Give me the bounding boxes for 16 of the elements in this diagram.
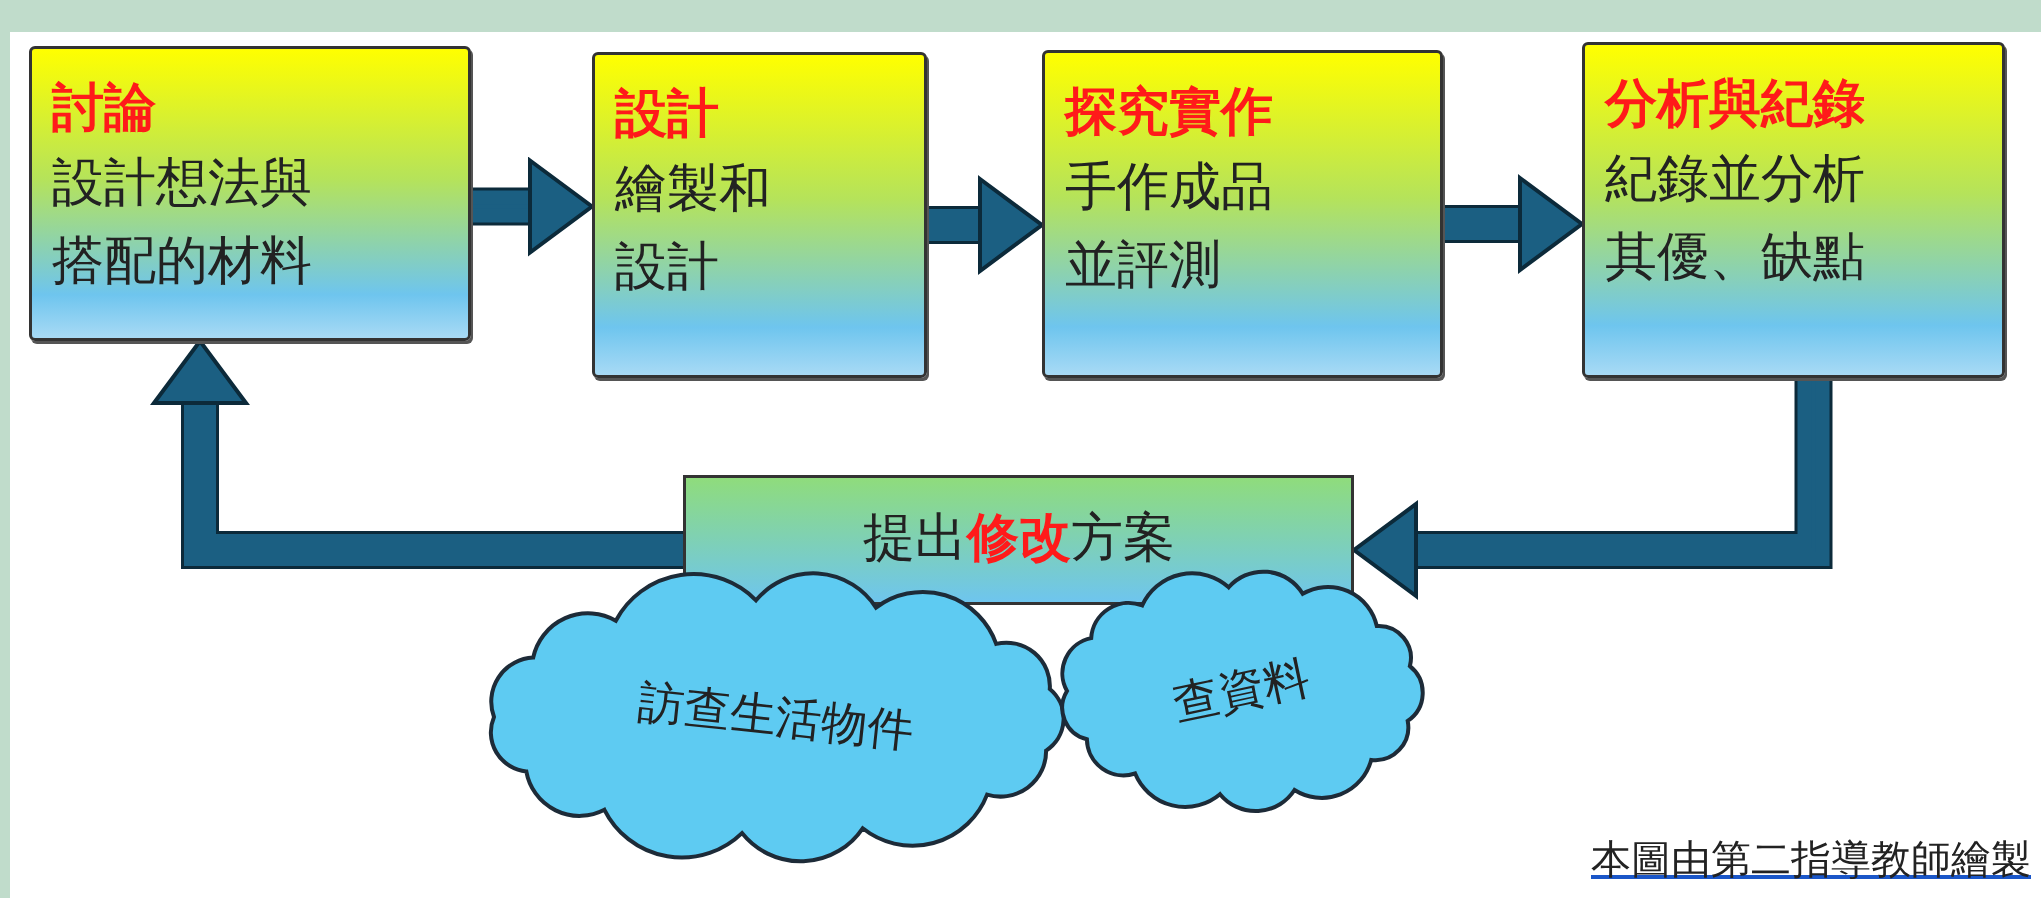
cloud-text: 查資料 <box>1167 648 1315 733</box>
step-text: 繪製和設計 <box>615 157 772 298</box>
step-text: 設計想法與搭配的材料 <box>52 151 313 292</box>
step-title: 分析與紀錄 <box>1605 72 1866 135</box>
step-text: 紀錄並分析其優、缺點 <box>1605 147 1866 288</box>
step-title: 探究實作 <box>1065 80 1274 143</box>
step-box <box>592 52 927 378</box>
step-title: 設計 <box>615 82 720 145</box>
step-box <box>29 46 471 341</box>
credit-note: 本圖由第二指導教師繪製 <box>1591 835 2031 884</box>
step-box <box>1582 42 2005 378</box>
step-text: 手作成品並評測 <box>1065 155 1274 296</box>
step-box <box>1042 50 1443 378</box>
step-title: 討論 <box>52 76 157 139</box>
cloud-text: 訪查生活物件 <box>635 673 917 760</box>
step-text: 提出修改方案 <box>862 506 1175 569</box>
